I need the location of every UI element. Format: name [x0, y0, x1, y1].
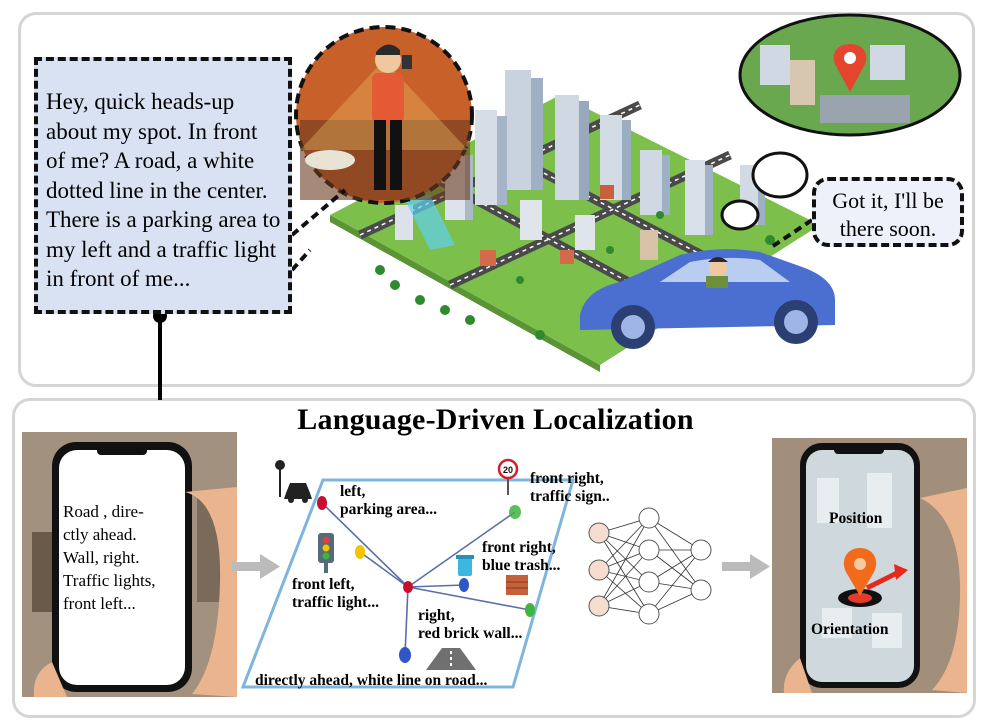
road-icon — [426, 648, 476, 670]
flow-arrow-right — [722, 554, 770, 579]
reply-line-1: Got it, I'll be — [832, 188, 944, 213]
car — [580, 249, 835, 349]
nn-output-node — [690, 579, 712, 601]
nn-hidden-node — [638, 603, 660, 625]
speech-bubble: Hey, quick heads-up about my spot. In fr… — [34, 57, 292, 314]
node-parking — [317, 496, 327, 510]
nn-input-node — [588, 559, 610, 581]
man-scene — [300, 44, 470, 200]
phone-line-3: Wall, right. — [63, 548, 140, 567]
speech-text: Hey, quick heads-up about my spot. In fr… — [46, 89, 281, 291]
label-wall: right,red brick wall... — [418, 607, 523, 642]
label-sign: front right,traffic sign.. — [530, 470, 610, 505]
speed-sign-number: 20 — [503, 465, 513, 475]
landmark-graph: 20 — [240, 458, 575, 689]
label-light: front left,traffic light... — [292, 576, 379, 611]
parking-car-icon — [275, 460, 312, 503]
node-light — [355, 545, 365, 559]
label-road: directly ahead, white line on road... — [255, 672, 488, 689]
label-trash: front right,blue trash... — [482, 539, 561, 574]
neural-network — [588, 507, 712, 625]
flow-arrow-left — [232, 554, 280, 579]
city-scene — [153, 13, 962, 400]
brick-wall-icon — [506, 575, 528, 595]
view-beam — [400, 190, 455, 250]
reply-line-2: there soon. — [839, 216, 937, 241]
position-label: Position — [829, 510, 883, 527]
nn-input-node — [588, 595, 610, 617]
phone-line-2: ctly ahead. — [63, 525, 137, 544]
nn-hidden-node — [638, 507, 660, 529]
node-trash — [459, 578, 469, 592]
node-sign — [509, 505, 521, 519]
speed-limit-sign-icon: 20 — [497, 458, 519, 495]
section-title: Language-Driven Localization — [297, 403, 694, 436]
input-phone — [22, 432, 237, 697]
phone-line-1: Road , dire- — [63, 502, 144, 521]
nn-input-node — [588, 522, 610, 544]
nn-output-node — [690, 539, 712, 561]
nn-hidden-node — [638, 539, 660, 561]
phone-input-text: Road , dire- ctly ahead. Wall, right. Tr… — [63, 500, 156, 615]
node-center — [403, 581, 413, 593]
orientation-arrow-icon — [865, 564, 908, 591]
phone-line-4: Traffic lights, — [63, 571, 156, 590]
blue-trash-bin-icon — [456, 555, 474, 576]
node-wall — [525, 603, 535, 617]
reply-bubble: Got it, I'll be there soon. — [812, 177, 964, 247]
output-phone — [772, 438, 967, 693]
nn-hidden-node — [638, 571, 660, 593]
node-road — [399, 647, 411, 663]
location-pin-icon — [833, 44, 867, 92]
label-parking: left,parking area... — [340, 483, 438, 518]
traffic-light-icon — [318, 533, 334, 573]
phone-line-5: front left... — [63, 594, 136, 613]
orientation-label: Orientation — [811, 621, 889, 638]
location-marker-icon — [838, 548, 882, 607]
